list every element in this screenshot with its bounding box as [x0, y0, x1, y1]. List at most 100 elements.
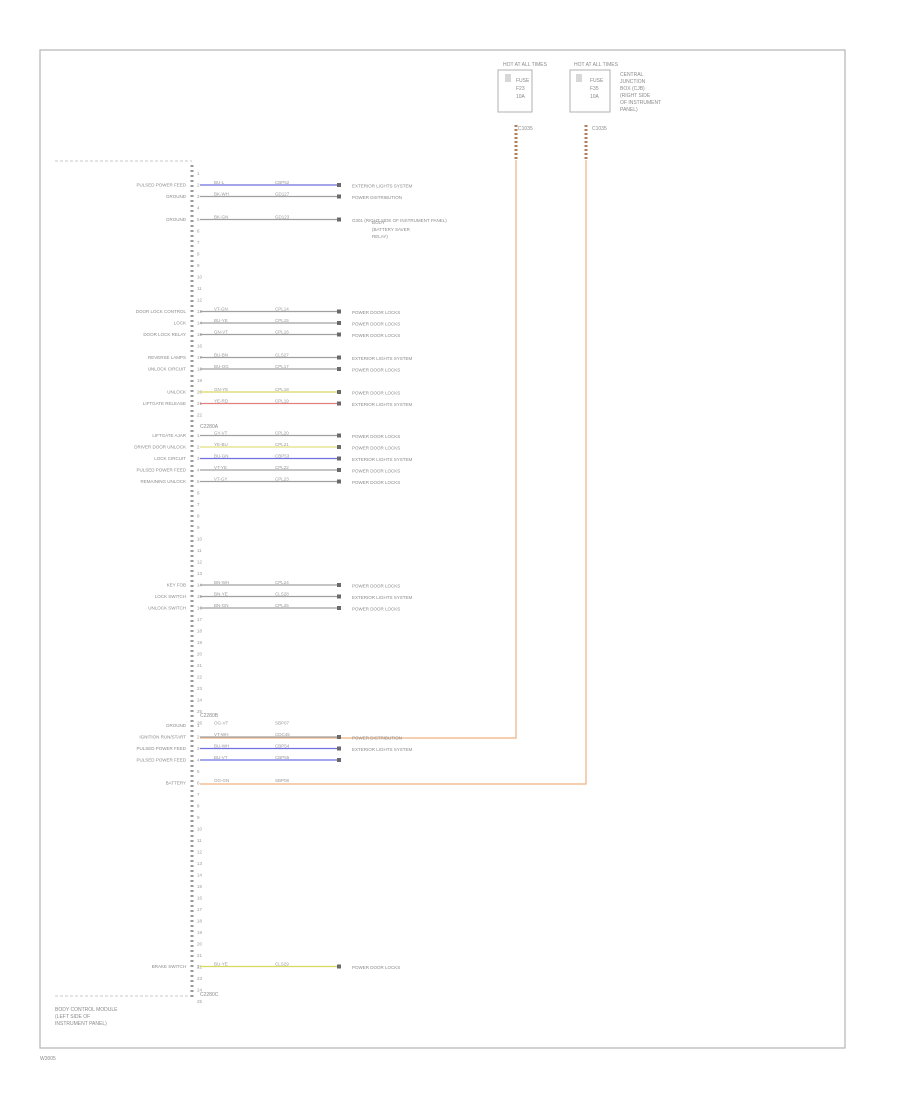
pin-number: 10	[197, 827, 203, 832]
pin-number: 17	[197, 355, 203, 360]
feed-wire-2	[200, 160, 587, 785]
wire-color-code: YE-RD	[214, 398, 229, 403]
wire-circuit: CPL24	[275, 580, 289, 585]
pin-number: 13	[197, 571, 203, 576]
wire-terminal	[337, 433, 341, 438]
wire-destination: POWER DOOR LOCKS	[352, 310, 400, 315]
pin-number: 7	[197, 502, 200, 507]
wire-color-code: OG-GN	[214, 778, 229, 783]
connector-c2280a-label: C2280A	[200, 424, 219, 430]
wire-terminal	[337, 355, 341, 360]
wire-function-label: REVERSE LAMPS	[148, 355, 186, 360]
wire-color-code: YE-BU	[214, 442, 228, 447]
wire-destination: POWER DOOR LOCKS	[352, 469, 400, 474]
pin-number: 21	[197, 953, 203, 958]
pin-number: 4	[197, 206, 200, 211]
wire-terminal	[337, 332, 341, 337]
fuse-box-label-1: JUNCTION	[620, 79, 646, 85]
pin-number: 12	[197, 850, 203, 855]
wire-color-code: VT-YE	[214, 465, 227, 470]
wire-color-code: VT-WH	[214, 732, 229, 737]
wire-terminal	[337, 468, 341, 472]
fuse-2-line1: FUSE	[590, 78, 604, 84]
pin-number: 24	[197, 698, 203, 703]
wire-circuit: SBP08	[275, 778, 290, 783]
wire-terminal	[337, 321, 341, 325]
wire-color-code: BU-WH	[214, 743, 229, 748]
wire-circuit: CBP52	[275, 180, 290, 185]
wire-circuit: CPL14	[275, 306, 289, 311]
wire-color-code: BU-YE	[214, 961, 228, 966]
wire-function-label: LIFTGATE AJAR	[152, 433, 186, 438]
pin-number: 23	[197, 976, 203, 981]
wire-color-code: BU-L	[214, 180, 225, 185]
wire-color-code: BU-YE	[214, 318, 228, 323]
wire-function-label: DRIVER DOOR UNLOCK	[134, 445, 186, 450]
fuse-2-line2: F35	[590, 86, 599, 92]
wire-destination: EXTERIOR LIGHTS SYSTEM	[352, 402, 413, 407]
fuse-block-1: HOT AT ALL TIMES FUSE F23 10A C1035	[497, 62, 548, 132]
wire-color-code: BU-GN	[214, 453, 229, 458]
wire-terminal	[337, 217, 341, 222]
pin-number: 3	[197, 194, 200, 199]
pin-number: 15	[197, 884, 203, 889]
pin-number: 2	[197, 735, 200, 740]
wire-circuit: CBP54	[275, 743, 290, 748]
wire-destination: POWER DOOR LOCKS	[352, 333, 400, 338]
pin-number: 12	[197, 298, 203, 303]
wire-function-label: PULSED POWER FEED	[136, 468, 186, 473]
wire-color-code: BK-GN	[214, 214, 228, 219]
pin-number: 20	[197, 652, 203, 657]
pin-number: 18	[197, 919, 203, 924]
wire-circuit: CPL18	[275, 387, 289, 392]
wire-terminal	[337, 479, 341, 484]
wire-color-code: GN-VT	[214, 329, 228, 334]
fuse-box-label-4: OF INSTRUMENT	[620, 100, 661, 106]
wire-function-label: UNLOCK CIRCUIT	[148, 367, 187, 372]
wire-destination: EXTERIOR LIGHTS SYSTEM	[352, 356, 413, 361]
pin-number: 17	[197, 617, 203, 622]
pin-number: 3	[197, 746, 200, 751]
pin-number: 9	[197, 525, 200, 530]
pin-number: 16	[197, 344, 203, 349]
wire-terminal	[337, 194, 341, 199]
fuse-box-label-2: BOX (CJB)	[620, 86, 645, 92]
wire-terminal	[337, 390, 341, 394]
module-name-0: BODY CONTROL MODULE	[55, 1007, 118, 1013]
wire-circuit: SBP07	[275, 720, 290, 725]
wire-color-code: BU-VT	[214, 755, 228, 760]
wire-function-label: GROUND	[166, 194, 187, 199]
pin-number: 20	[197, 390, 203, 395]
pin-number: 9	[197, 263, 200, 268]
wire-circuit: CPL15	[275, 318, 289, 323]
pin-number: 12	[197, 560, 203, 565]
wire-circuit: CPL25	[275, 603, 289, 608]
pin-number: 25	[197, 709, 203, 714]
pin-number: 5	[197, 217, 200, 222]
pin-number: 23	[197, 686, 203, 691]
wire-circuit: CLS27	[275, 352, 289, 357]
wire-function-label: PULSED POWER FEED	[136, 183, 186, 188]
relay-note-0: BODY	[372, 220, 385, 225]
wire-terminal	[337, 594, 341, 599]
wire-terminal	[337, 758, 341, 762]
wire-destination: POWER DOOR LOCKS	[352, 607, 400, 612]
pin-number: 2	[197, 183, 200, 188]
fuse-2-ref: C1035	[592, 126, 607, 132]
relay-note-2: RELAY)	[372, 234, 388, 239]
pin-number: 5	[197, 479, 200, 484]
wire-destination: POWER DOOR LOCKS	[352, 480, 400, 485]
pin-number: 10	[197, 275, 203, 280]
wire-destination: EXTERIOR LIGHTS SYSTEM	[352, 184, 413, 189]
wire-terminal	[337, 367, 341, 371]
pin-number: 17	[197, 907, 203, 912]
wire-terminal	[337, 606, 341, 610]
